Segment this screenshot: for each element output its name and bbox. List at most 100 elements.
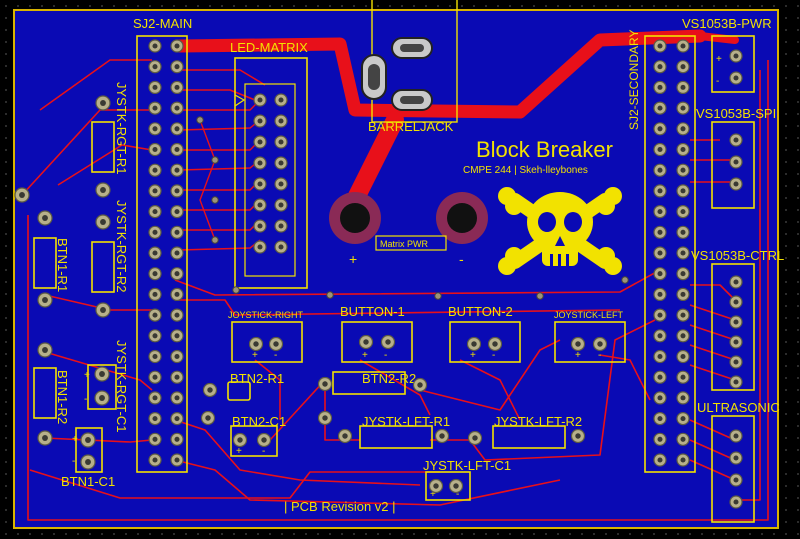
- board-subtitle: CMPE 244 | Skeh-lleybones: [463, 165, 588, 176]
- label-joystick-right: JOYSTICK-RIGHT: [228, 310, 304, 320]
- pad-hole: [257, 202, 263, 208]
- pad-hole: [385, 339, 391, 345]
- board-title: Block Breaker: [476, 137, 613, 162]
- pad-hole: [261, 437, 267, 443]
- pad-hole: [257, 223, 263, 229]
- pad-hole: [257, 97, 263, 103]
- matrix-pwr-minus: -: [459, 251, 464, 267]
- via: [211, 156, 219, 164]
- label-jystk-lft-r1: JYSTK-LFT-R1: [362, 414, 450, 429]
- pad-hole: [417, 382, 423, 388]
- pin-plus-mark: +: [84, 370, 90, 381]
- pad-hole: [322, 381, 328, 387]
- pad-hole: [152, 312, 158, 318]
- pad-hole: [100, 307, 106, 313]
- matrix-pwr-label: Matrix PWR: [380, 239, 428, 249]
- pad-hole: [152, 229, 158, 235]
- label-btn2-r1: BTN2-R1: [230, 371, 284, 386]
- matrix-power-terminals: [329, 192, 488, 251]
- pad-hole: [322, 415, 328, 421]
- pad-hole: [680, 43, 686, 49]
- pad-hole: [575, 341, 581, 347]
- pad-hole: [85, 459, 91, 465]
- pad-hole: [733, 359, 739, 365]
- pad-hole: [100, 219, 106, 225]
- vs1053b-pwr-connector: [711, 35, 755, 93]
- pad-hole: [19, 192, 25, 198]
- pad-hole: [597, 341, 603, 347]
- pin-plus-mark: +: [72, 434, 78, 445]
- pad-hole: [85, 437, 91, 443]
- label-sj2-secondary: SJ2-SECONDARY: [627, 30, 641, 130]
- pad-hole: [680, 146, 686, 153]
- pad-hole: [174, 209, 180, 215]
- pad-hole: [100, 187, 106, 193]
- pad-hole: [733, 75, 739, 81]
- pin-minus-mark: -: [716, 76, 719, 87]
- pin-plus-mark: +: [252, 350, 258, 361]
- pad-hole: [174, 312, 180, 318]
- pad-hole: [152, 126, 158, 132]
- via: [536, 292, 544, 300]
- pad-hole: [257, 244, 263, 250]
- skull-crossbones-logo: [498, 187, 622, 275]
- label-jystk-rgt-r1: JYSTK-RGT-R1: [114, 82, 129, 174]
- pad-hole: [733, 159, 739, 165]
- pin-minus-mark: -: [84, 394, 87, 405]
- pin-plus-mark: +: [470, 350, 476, 361]
- pad-hole: [152, 209, 158, 215]
- sj2-main-header: [136, 35, 188, 473]
- pad-hole: [152, 146, 158, 153]
- pad-hole: [253, 341, 259, 347]
- pad-hole: [439, 433, 445, 439]
- label-button-2: BUTTON-2: [448, 304, 513, 319]
- sj2-secondary-header: [644, 35, 696, 473]
- label-led-matrix: LED-MATRIX: [230, 40, 308, 55]
- pin-plus-mark: +: [362, 350, 368, 361]
- pad-hole: [733, 53, 739, 59]
- pad-hole: [278, 139, 284, 145]
- pad-hole: [492, 341, 498, 347]
- pad-hole: [257, 118, 263, 124]
- pad-hole: [42, 215, 48, 221]
- pad-hole: [657, 146, 663, 153]
- pad-hole: [152, 395, 158, 401]
- pad-hole: [205, 415, 211, 421]
- pad-hole: [472, 435, 478, 441]
- pad-hole: [174, 374, 180, 380]
- pad-hole: [680, 209, 686, 215]
- label-jystk-rgt-c1: JYSTK-RGT-C1: [114, 340, 129, 432]
- pad-hole: [657, 167, 663, 173]
- pad-hole: [152, 416, 158, 422]
- pin-minus-mark: -: [492, 350, 495, 361]
- pad-hole: [657, 374, 663, 380]
- pad-hole: [99, 395, 105, 401]
- pad-hole: [152, 250, 158, 256]
- pad-hole: [174, 395, 180, 401]
- pad-hole: [152, 64, 158, 70]
- pad-hole: [733, 433, 739, 439]
- label-ultrasonic: ULTRASONIC: [697, 400, 780, 415]
- pad-hole: [174, 457, 180, 463]
- pad-hole: [278, 118, 284, 124]
- pad-hole: [174, 64, 180, 70]
- pad-hole: [152, 43, 158, 49]
- pad-hole: [657, 436, 663, 442]
- pin-plus-mark: +: [575, 350, 581, 361]
- pad-hole: [680, 229, 686, 235]
- pad-hole: [657, 105, 663, 111]
- pad-hole: [174, 229, 180, 235]
- pad-hole: [733, 455, 739, 461]
- pad-hole: [680, 436, 686, 442]
- pad-hole: [680, 105, 686, 111]
- pad-hole: [657, 229, 663, 235]
- pad-hole: [207, 387, 213, 393]
- pad-hole: [257, 160, 263, 166]
- pad-hole: [733, 181, 739, 187]
- pad-hole: [152, 353, 158, 360]
- pad-hole: [733, 477, 739, 483]
- via: [434, 292, 442, 300]
- label-btn1-r2: BTN1-R2: [55, 370, 70, 424]
- pad-hole: [152, 84, 158, 90]
- pad-hole: [174, 250, 180, 256]
